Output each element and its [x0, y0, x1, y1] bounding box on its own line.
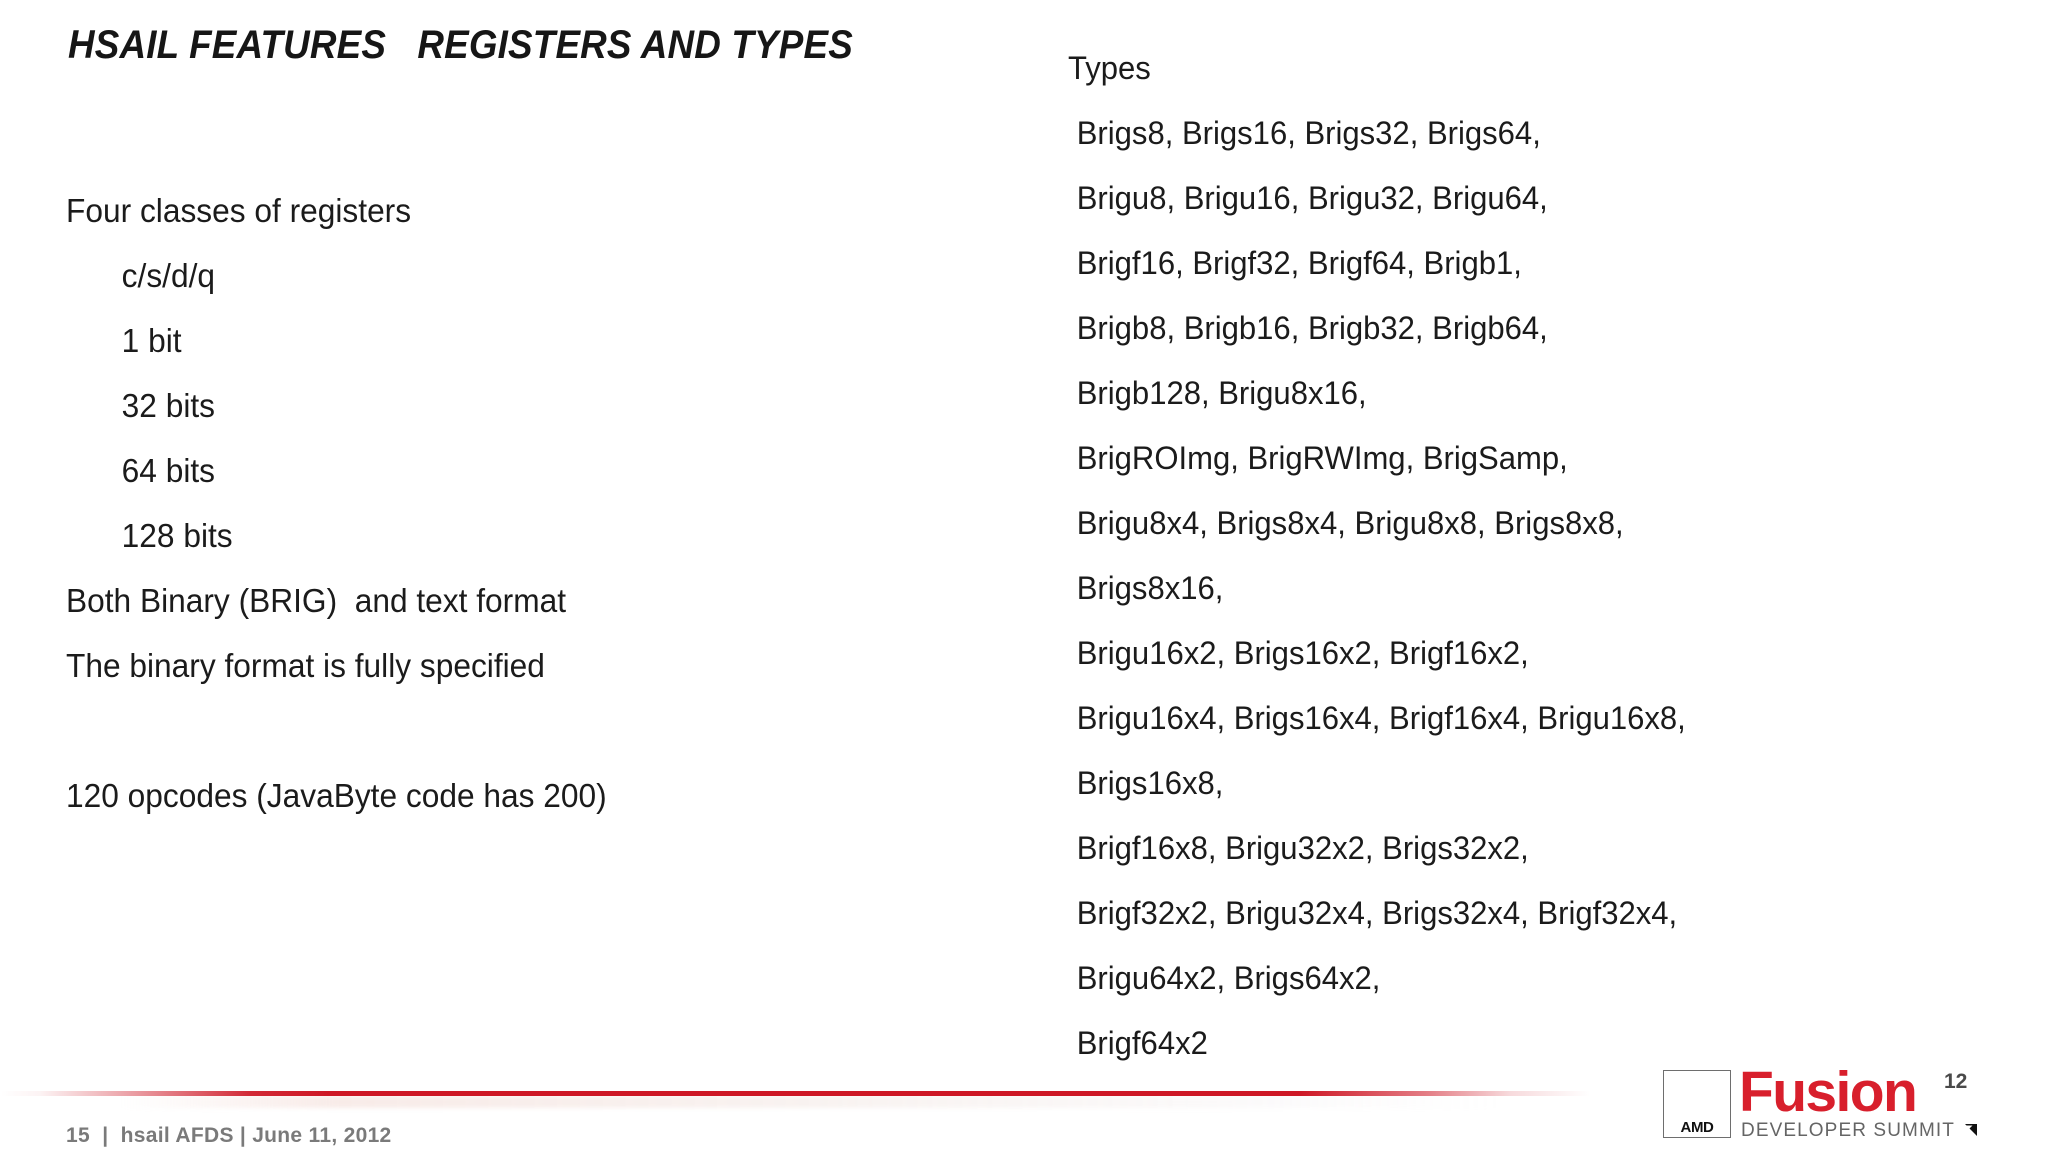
footer-rule — [0, 1091, 1600, 1096]
type-line: Brigs8, Brigs16, Brigs32, Brigs64, — [1076, 115, 1541, 151]
amd-wordmark: AMD — [1680, 1119, 1714, 1136]
footer-meta: 15 | hsail AFDS | June 11, 2012 — [66, 1124, 392, 1147]
type-line: Brigb8, Brigb16, Brigb32, Brigb64, — [1076, 310, 1548, 346]
bullet-level2: 64 bits — [121, 452, 216, 489]
type-line: Brigu64x2, Brigs64x2, — [1076, 960, 1381, 996]
type-line: Brigu8, Brigu16, Brigu32, Brigu64, — [1076, 180, 1548, 216]
amd-fusion-logo: AMD Fusion 12 DEVELOPER SUMMIT — [1663, 1064, 1983, 1142]
type-line: BrigROImg, BrigRWImg, BrigSamp, — [1076, 440, 1568, 476]
type-line: Brigb128, Brigu8x16, — [1076, 375, 1367, 411]
bullet-level2: 128 bits — [121, 517, 233, 554]
type-line: Brigu16x4, Brigs16x4, Brigf16x4, Brigu16… — [1076, 700, 1686, 736]
type-line: Brigf32x2, Brigu32x4, Brigs32x4, Brigf32… — [1076, 895, 1678, 931]
type-line: Brigf16, Brigf32, Brigf64, Brigb1, — [1076, 245, 1522, 281]
type-line: Brigf64x2 — [1076, 1025, 1208, 1061]
type-line: Brigf16x8, Brigu32x2, Brigs32x2, — [1076, 830, 1529, 866]
fusion-wordmark: Fusion — [1739, 1060, 1918, 1124]
types-column: Types Brigs8, Brigs16, Brigs32, Brigs64,… — [1068, 36, 2048, 1076]
slide-title: HSAIL FEATURES REGISTERS AND TYPES — [68, 23, 853, 67]
fusion-year-superscript: 12 — [1944, 1070, 1968, 1093]
type-line: Brigs8x16, — [1076, 570, 1224, 606]
type-line: Brigu8x4, Brigs8x4, Brigu8x8, Brigs8x8, — [1076, 505, 1624, 541]
footer-rule-glow — [120, 1096, 1520, 1108]
types-header: Types — [1068, 50, 1151, 86]
bullet-level2: 1 bit — [121, 322, 182, 359]
bullet-blank — [66, 698, 930, 763]
developer-summit-tagline: DEVELOPER SUMMIT — [1741, 1120, 1955, 1141]
bullet-level1: Both Binary (BRIG) and text format — [66, 582, 567, 619]
type-line: Brigu16x2, Brigs16x2, Brigf16x2, — [1076, 635, 1529, 671]
bullet-level1: Four classes of registers — [66, 192, 412, 229]
bullet-level1: 120 opcodes (JavaByte code has 200) — [66, 777, 607, 814]
bullet-level2: 32 bits — [121, 387, 216, 424]
amd-arrow-icon — [1965, 1123, 1977, 1136]
bullet-level1: The binary format is fully specified — [66, 647, 545, 684]
type-line: Brigs16x8, — [1076, 765, 1224, 801]
bullet-level2: c/s/d/q — [121, 257, 216, 294]
amd-logo-box — [1663, 1070, 1731, 1138]
left-content-column: Four classes of registers c/s/d/q 1 bit … — [66, 178, 966, 828]
